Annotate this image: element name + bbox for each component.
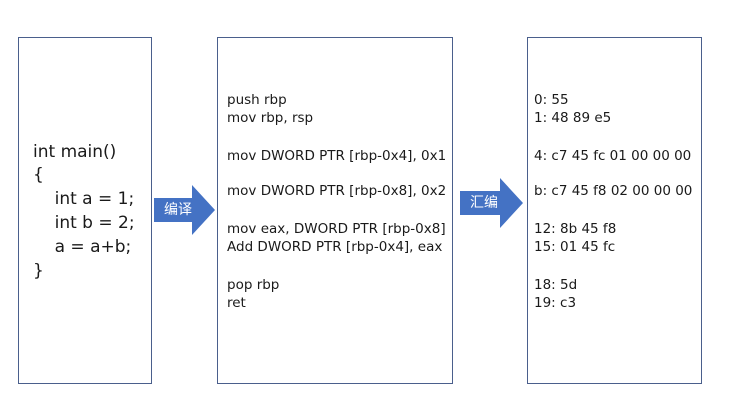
machine-code-line: 0: 55 bbox=[534, 92, 569, 108]
machine-code-line: 4: c7 45 fc 01 00 00 00 bbox=[534, 148, 692, 164]
assembly-line: ret bbox=[227, 295, 246, 311]
source-line: } bbox=[33, 261, 44, 281]
assembly-line: mov eax, DWORD PTR [rbp-0x8] bbox=[227, 221, 446, 237]
assembly-box: push rbp mov rbp, rsp mov DWORD PTR [rbp… bbox=[217, 37, 453, 384]
assembly-line: pop rbp bbox=[227, 277, 280, 293]
machine-code-line: 19: c3 bbox=[534, 295, 577, 311]
source-line: int a = 1; bbox=[33, 189, 135, 209]
machine-code-line: 1: 48 89 e5 bbox=[534, 110, 612, 126]
source-line: int b = 2; bbox=[33, 213, 135, 233]
machine-code-line: 18: 5d bbox=[534, 277, 578, 293]
source-line: int main() bbox=[33, 142, 117, 162]
machine-code-box: 0: 55 1: 48 89 e5 4: c7 45 fc 01 00 00 0… bbox=[527, 37, 702, 384]
machine-code-line: 15: 01 45 fc bbox=[534, 239, 616, 255]
assembly-line: mov DWORD PTR [rbp-0x8], 0x2 bbox=[227, 183, 447, 199]
assemble-arrow-label: 汇编 bbox=[470, 195, 498, 211]
assembly-line: mov rbp, rsp bbox=[227, 110, 314, 126]
source-line: { bbox=[33, 165, 44, 185]
source-code-box: int main() { int a = 1; int b = 2; a = a… bbox=[18, 37, 152, 384]
assembly-line: Add DWORD PTR [rbp-0x4], eax bbox=[227, 239, 443, 255]
assembly-line: mov DWORD PTR [rbp-0x4], 0x1 bbox=[227, 148, 447, 164]
assemble-arrow bbox=[460, 178, 523, 228]
compile-arrow-label: 编译 bbox=[164, 202, 192, 218]
machine-code-line: 12: 8b 45 f8 bbox=[534, 221, 617, 237]
compile-arrow bbox=[154, 185, 215, 235]
machine-code-line: b: c7 45 f8 02 00 00 00 bbox=[534, 183, 693, 199]
assembly-line: push rbp bbox=[227, 92, 287, 108]
source-line: a = a+b; bbox=[33, 237, 132, 257]
